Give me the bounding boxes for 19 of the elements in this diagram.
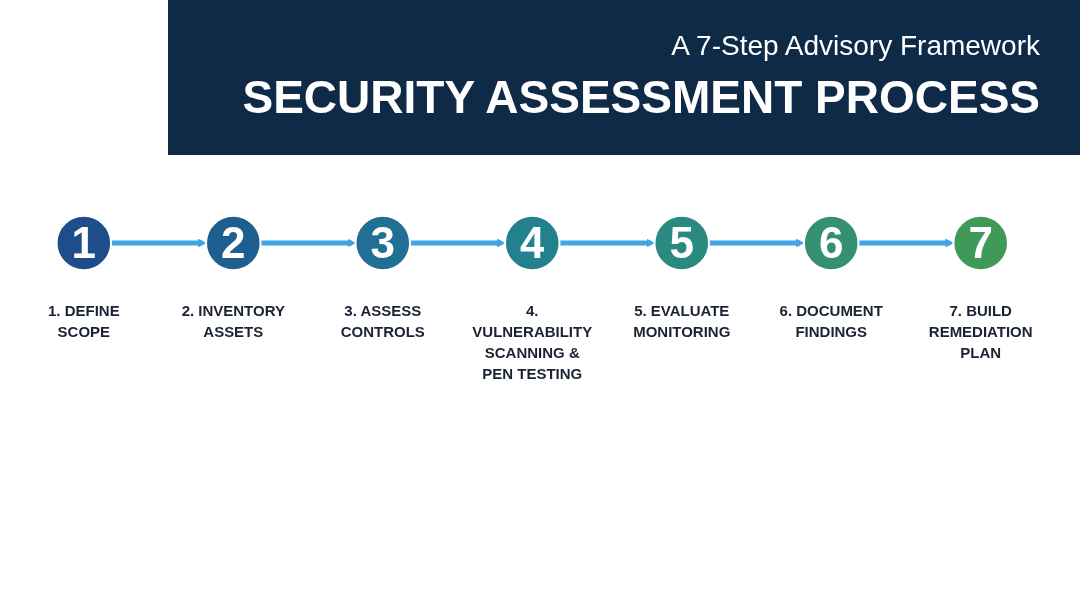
step-label: 7. BUILD REMEDIATION PLAN	[928, 302, 1033, 361]
arrow	[559, 238, 655, 248]
node-circle: 2	[204, 214, 262, 272]
step-label: 4. VULNERABILITY SCANNING & PEN TESTING	[472, 302, 592, 382]
arrow	[260, 238, 356, 248]
step-label: 1. DEFINE SCOPE	[47, 302, 120, 340]
step-label: 3. ASSESS CONTROLS	[340, 302, 425, 340]
node-circle: 5	[653, 214, 710, 272]
step-label: 2. INVENTORY ASSETS	[181, 302, 285, 340]
node-circle: 7	[952, 214, 1009, 272]
title: SECURITY ASSESSMENT PROCESS	[242, 70, 1040, 124]
subtitle: A 7-Step Advisory Framework	[671, 30, 1040, 62]
node-circle: 4	[503, 214, 561, 272]
node-circle: 3	[354, 214, 411, 272]
node-circle: 1	[55, 214, 112, 272]
step-label: 6. DOCUMENT FINDINGS	[779, 302, 883, 340]
arrow	[858, 238, 954, 248]
step-label: 5. EVALUATE MONITORING	[632, 302, 730, 340]
node-circle: 6	[802, 214, 860, 272]
